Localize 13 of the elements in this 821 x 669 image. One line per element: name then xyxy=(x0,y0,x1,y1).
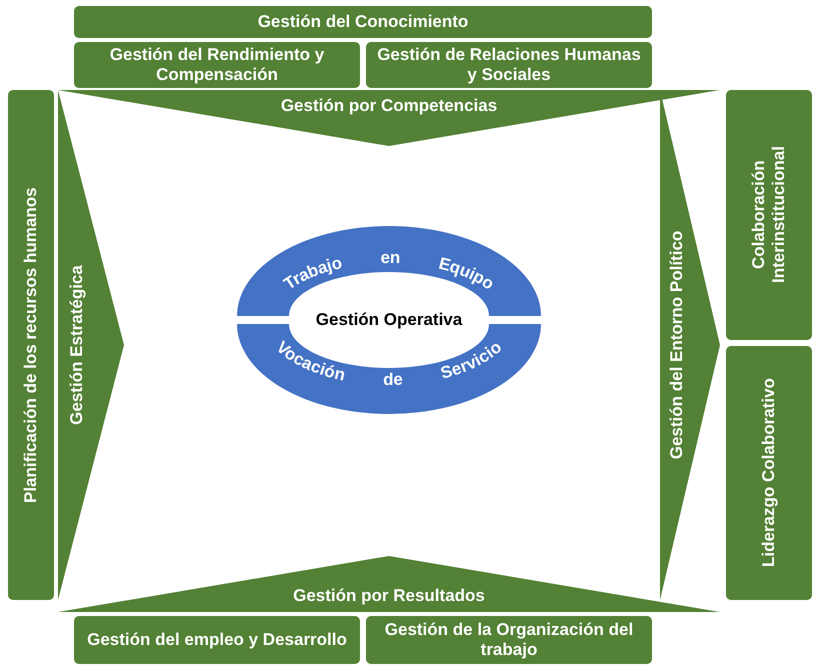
banner-label: Gestión del Entorno Político xyxy=(666,230,687,460)
banner-label: Gestión por Resultados xyxy=(293,586,485,606)
category-banner: Gestión del Conocimiento xyxy=(74,6,652,38)
category-banner: Gestión de la Organización del trabajo xyxy=(366,616,652,664)
category-banner: Planificación de los recursos humanos xyxy=(8,90,54,600)
category-banner: Gestión de Relaciones Humanas y Sociales xyxy=(366,42,652,88)
banner-label: Gestión por Competencias xyxy=(280,96,498,116)
category-banner: Liderazgo Colaborativo xyxy=(726,346,812,600)
category-banner: Colaboración Interinstitucional xyxy=(726,90,812,340)
banner-label: Gestión Estratégica xyxy=(66,265,87,425)
center-label: Gestión Operativa xyxy=(316,310,462,330)
category-banner: Gestión del Rendimiento y Compensación xyxy=(74,42,360,88)
category-banner: Gestión del empleo y Desarrollo xyxy=(74,616,360,664)
